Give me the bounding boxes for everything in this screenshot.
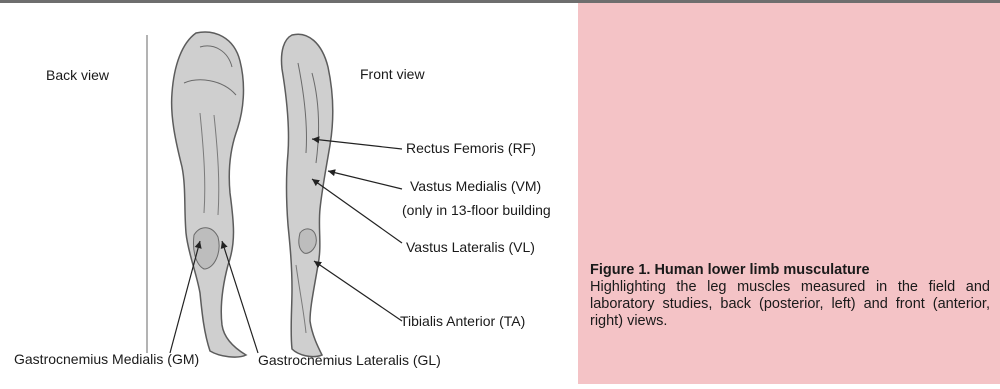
gm-label: Gastrocnemius Medialis (GM) [14, 351, 199, 367]
caption-body: Highlighting the leg muscles measured in… [590, 279, 990, 330]
back-view-label: Back view [46, 67, 109, 83]
ta-label: Tibialis Anterior (TA) [400, 313, 525, 329]
front-view-label: Front view [360, 66, 425, 82]
back-view-leg [147, 32, 246, 357]
front-view-leg [281, 34, 332, 356]
caption-panel: Figure 1. Human lower limb musculature H… [578, 3, 1000, 384]
vm-label: Vastus Medialis (VM) [410, 178, 541, 194]
vm-note-label: (only in 13-floor building [402, 202, 551, 218]
gl-label: Gastrocnemius Lateralis (GL) [258, 352, 441, 368]
rf-label: Rectus Femoris (RF) [406, 140, 536, 156]
figure-caption: Figure 1. Human lower limb musculature H… [590, 262, 990, 330]
caption-title: Figure 1. Human lower limb musculature [590, 262, 990, 279]
vl-label: Vastus Lateralis (VL) [406, 239, 535, 255]
lower-limb-figure: Back view Front view Rectus Femoris (RF)… [0, 3, 578, 384]
